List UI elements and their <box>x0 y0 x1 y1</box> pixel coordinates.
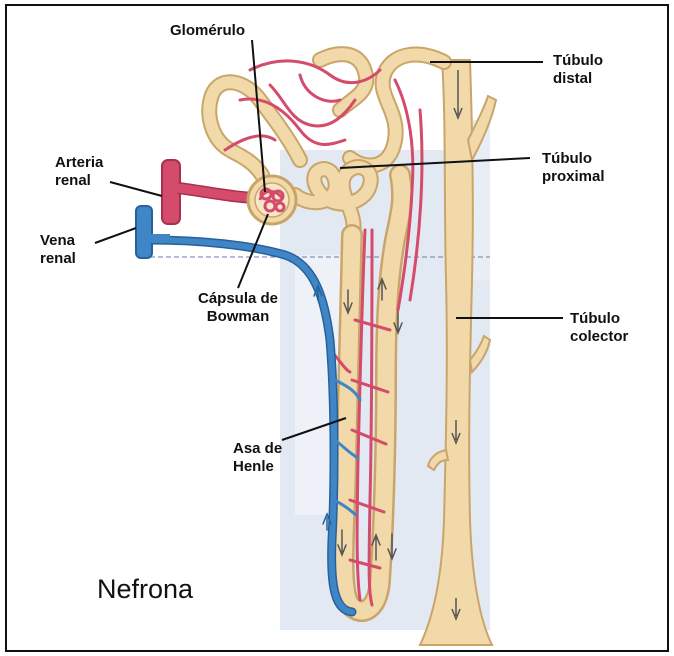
label-tubulo-proximal: Túbulo proximal <box>542 150 605 186</box>
label-asa-henle-line2: Henle <box>233 458 282 476</box>
label-capsula-bowman: Cápsula de Bowman <box>198 290 278 326</box>
label-arteria-renal-line2: renal <box>55 172 103 190</box>
leader-vena-renal <box>95 228 136 243</box>
label-glomerulo: Glomérulo <box>170 22 245 40</box>
leader-arteria-renal <box>110 182 162 196</box>
label-capsula-bowman-line2: Bowman <box>198 308 278 326</box>
label-capsula-bowman-line1: Cápsula de <box>198 290 278 308</box>
label-arteria-renal: Arteria renal <box>55 154 103 190</box>
label-tubulo-colector: Túbulo colector <box>570 310 628 346</box>
label-tubulo-distal-line2: distal <box>553 70 603 88</box>
label-vena-renal-line2: renal <box>40 250 76 268</box>
label-glomerulo-text: Glomérulo <box>170 22 245 40</box>
figure-title: Nefrona <box>97 574 193 605</box>
label-arteria-renal-line1: Arteria <box>55 154 103 172</box>
label-vena-renal: Vena renal <box>40 232 76 268</box>
label-tubulo-proximal-line2: proximal <box>542 168 605 186</box>
label-asa-henle: Asa de Henle <box>233 440 282 476</box>
label-asa-henle-line1: Asa de <box>233 440 282 458</box>
label-tubulo-colector-line2: colector <box>570 328 628 346</box>
label-tubulo-distal: Túbulo distal <box>553 52 603 88</box>
label-tubulo-colector-line1: Túbulo <box>570 310 628 328</box>
label-tubulo-proximal-line1: Túbulo <box>542 150 605 168</box>
label-tubulo-distal-line1: Túbulo <box>553 52 603 70</box>
label-vena-renal-line1: Vena <box>40 232 76 250</box>
